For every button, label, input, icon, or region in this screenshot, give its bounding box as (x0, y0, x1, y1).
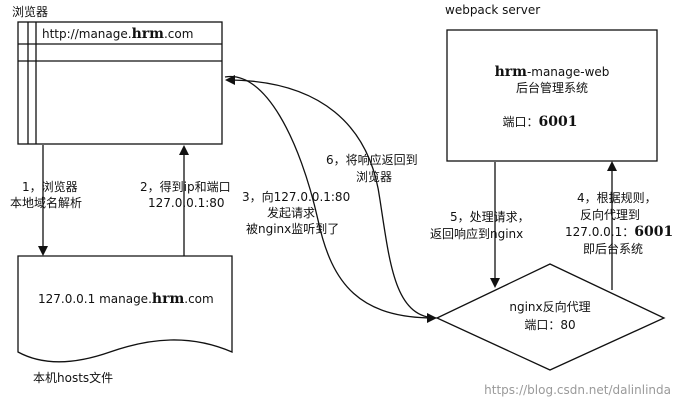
svg-text:浏览器: 浏览器 (356, 169, 392, 184)
browser-url: http://manage.hrm.com (42, 26, 193, 42)
svg-text:4，根据规则，: 4，根据规则， (577, 190, 657, 205)
hosts-caption: 本机hosts文件 (33, 370, 113, 385)
svg-text:被nginx监听到了: 被nginx监听到了 (246, 222, 339, 236)
arrow-step3 (224, 75, 437, 323)
svg-text:6，将响应返回到: 6，将响应返回到 (326, 152, 418, 167)
svg-text:3，向127.0.0.1:80: 3，向127.0.0.1:80 (242, 189, 350, 204)
app-name: hrm-manage-web (495, 64, 610, 80)
hosts-file: 127.0.0.1 manage.hrm.com (17, 255, 233, 363)
hosts-entry: 127.0.0.1 manage.hrm.com (38, 291, 214, 307)
step3-label: 3，向127.0.0.1:80 发起请求 被nginx监听到了 (242, 189, 350, 236)
server-port: 端口：6001 (503, 114, 578, 130)
arrow-step6 (225, 75, 438, 319)
nginx-title: nginx反向代理 (509, 299, 590, 314)
step5-label: 5，处理请求， 返回响应到nginx (430, 210, 530, 241)
nginx-port: 端口：80 (524, 318, 575, 332)
svg-text:即后台系统: 即后台系统 (583, 241, 643, 256)
webpack-server-box: hrm-manage-web 后台管理系统 端口：6001 (446, 29, 658, 162)
svg-text:127.0.0.1:80: 127.0.0.1:80 (148, 196, 225, 210)
webpack-server-title: webpack server (445, 3, 540, 17)
step4-label: 4，根据规则， 反向代理到 127.0.0.1：6001 即后台系统 (565, 190, 673, 256)
svg-text:2，得到ip和端口: 2，得到ip和端口 (140, 179, 231, 194)
browser-window: http://manage.hrm.com (17, 21, 223, 145)
svg-text:1，浏览器: 1，浏览器 (22, 179, 78, 194)
step6-label: 6，将响应返回到 浏览器 (326, 152, 418, 184)
step1-label: 1，浏览器 本地域名解析 (10, 179, 82, 210)
browser-title: 浏览器 (12, 4, 48, 19)
svg-text:127.0.0.1：6001: 127.0.0.1：6001 (565, 224, 673, 240)
step2-label: 2，得到ip和端口 127.0.0.1:80 (140, 179, 231, 210)
watermark: https://blog.csdn.net/dalinlinda (484, 383, 671, 397)
nginx-proxy: nginx反向代理 端口：80 (435, 263, 666, 371)
svg-text:发起请求: 发起请求 (267, 205, 315, 220)
svg-text:本地域名解析: 本地域名解析 (10, 195, 82, 210)
svg-text:5，处理请求，: 5，处理请求， (450, 210, 530, 224)
app-subtitle: 后台管理系统 (516, 80, 588, 95)
svg-text:返回响应到nginx: 返回响应到nginx (430, 226, 523, 241)
svg-text:反向代理到: 反向代理到 (580, 207, 640, 222)
